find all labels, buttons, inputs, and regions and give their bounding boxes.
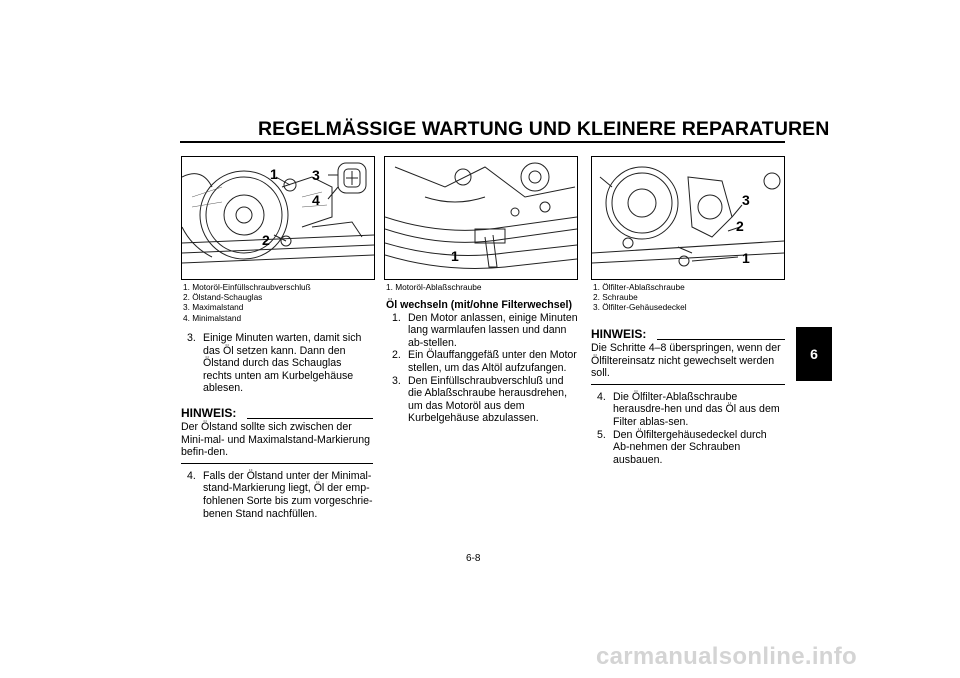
column-1: 3. Einige Minuten warten, damit sich das… bbox=[181, 332, 373, 520]
figure-2-callouts: 1. Motoröl-Ablaßschraube bbox=[386, 282, 481, 292]
step-text: Die Ölfilter-Ablaßschraube herausdre-hen… bbox=[613, 390, 780, 428]
title-rule bbox=[180, 141, 785, 143]
step-text: Den Ölfiltergehäusedeckel durch Ab-nehme… bbox=[613, 428, 767, 466]
figure-label: 3 bbox=[312, 167, 320, 183]
note-rule bbox=[591, 383, 785, 385]
note-heading: HINWEIS: bbox=[591, 328, 785, 342]
step-text: Ein Ölauffanggefäß unter den Motor stell… bbox=[408, 349, 577, 374]
step-text: Den Einfüllschraubverschluß und die Abla… bbox=[408, 374, 568, 425]
callout-item: 1. Motoröl-Ablaßschraube bbox=[386, 282, 482, 292]
step-number: 3. bbox=[187, 332, 196, 344]
callout-item: 4. Minimalstand bbox=[183, 312, 242, 323]
note-heading-rule bbox=[657, 339, 785, 340]
figure-3-callouts: 1. Ölfilter-Ablaßschraube 2. Schraube 3.… bbox=[593, 282, 687, 313]
step-number: 3. bbox=[392, 374, 401, 387]
figure-label: 2 bbox=[736, 218, 744, 234]
section-subheading: Öl wechseln (mit/ohne Filterwechsel) bbox=[386, 299, 573, 311]
figure-oil-level-sightglass: 1 2 3 4 bbox=[181, 156, 375, 280]
callout-item: 3. Ölfilter-Gehäusedeckel bbox=[593, 302, 687, 313]
note-text: Die Schritte 4–8 überspringen, wenn der … bbox=[591, 342, 781, 380]
figure-oil-filter: 3 2 1 bbox=[591, 156, 785, 280]
figure-label: 3 bbox=[742, 192, 750, 208]
chapter-tab: 6 bbox=[796, 327, 832, 381]
column-3: HINWEIS: Die Schritte 4–8 überspringen, … bbox=[591, 328, 785, 466]
step-4: 4. Falls der Ölstand unter der Minimal-s… bbox=[181, 470, 373, 520]
note-text: Der Ölstand sollte sich zwischen der Min… bbox=[181, 420, 370, 459]
callout-item: 1. Motoröl-Einfüllschraubverschluß bbox=[183, 282, 311, 292]
figure-1-callouts: 1. Motoröl-Einfüllschraubverschluß 2. Öl… bbox=[183, 282, 311, 323]
figure-label: 2 bbox=[262, 232, 270, 248]
page-number: 6-8 bbox=[466, 553, 481, 564]
engine-illustration-1: 1 2 3 4 bbox=[182, 162, 374, 264]
figure-label: 1 bbox=[451, 248, 459, 264]
note-rule bbox=[181, 462, 373, 464]
page-title: REGELMÄSSIGE WARTUNG UND KLEINERE REPARA… bbox=[258, 118, 830, 140]
note-heading-text: HINWEIS: bbox=[591, 327, 647, 341]
step-3: 3. Den Einfüllschraubverschluß und die A… bbox=[386, 375, 578, 425]
note-heading-text: HINWEIS: bbox=[181, 405, 237, 420]
step-3: 3. Einige Minuten warten, damit sich das… bbox=[181, 332, 373, 395]
figure-label: 1 bbox=[742, 250, 750, 266]
step-number: 1. bbox=[392, 311, 401, 324]
figure-label: 1 bbox=[270, 166, 278, 182]
watermark: carmanualsonline.info bbox=[596, 643, 858, 670]
step-text: Den Motor anlassen, einige Minuten lang … bbox=[408, 311, 578, 349]
callout-item: 2. Schraube bbox=[593, 292, 638, 303]
engine-illustration-3: 3 2 1 bbox=[592, 166, 784, 267]
step-number: 2. bbox=[392, 349, 401, 362]
step-5: 5. Den Ölfiltergehäusedeckel durch Ab-ne… bbox=[591, 429, 785, 467]
step-number: 4. bbox=[597, 390, 606, 403]
step-2: 2. Ein Ölauffanggefäß unter den Motor st… bbox=[386, 349, 578, 374]
step-text: Falls der Ölstand unter der Minimal-stan… bbox=[203, 469, 373, 520]
figure-drain-bolt: 1 bbox=[384, 156, 578, 280]
note-heading-rule bbox=[247, 417, 373, 419]
callout-item: 3. Maximalstand bbox=[183, 302, 244, 313]
step-number: 4. bbox=[187, 469, 196, 482]
step-1: 1. Den Motor anlassen, einige Minuten la… bbox=[386, 312, 578, 350]
step-number: 5. bbox=[597, 428, 606, 441]
note-heading: HINWEIS: bbox=[181, 407, 373, 421]
figure-label: 4 bbox=[312, 192, 320, 208]
callout-item: 2. Ölstand-Schauglas bbox=[183, 292, 263, 303]
step-text: Einige Minuten warten, damit sich das Öl… bbox=[203, 332, 362, 395]
engine-illustration-2: 1 bbox=[385, 162, 577, 269]
column-2: Öl wechseln (mit/ohne Filterwechsel) 1. … bbox=[386, 299, 578, 425]
step-4: 4. Die Ölfilter-Ablaßschraube herausdre-… bbox=[591, 391, 785, 429]
callout-item: 1. Ölfilter-Ablaßschraube bbox=[593, 282, 685, 292]
